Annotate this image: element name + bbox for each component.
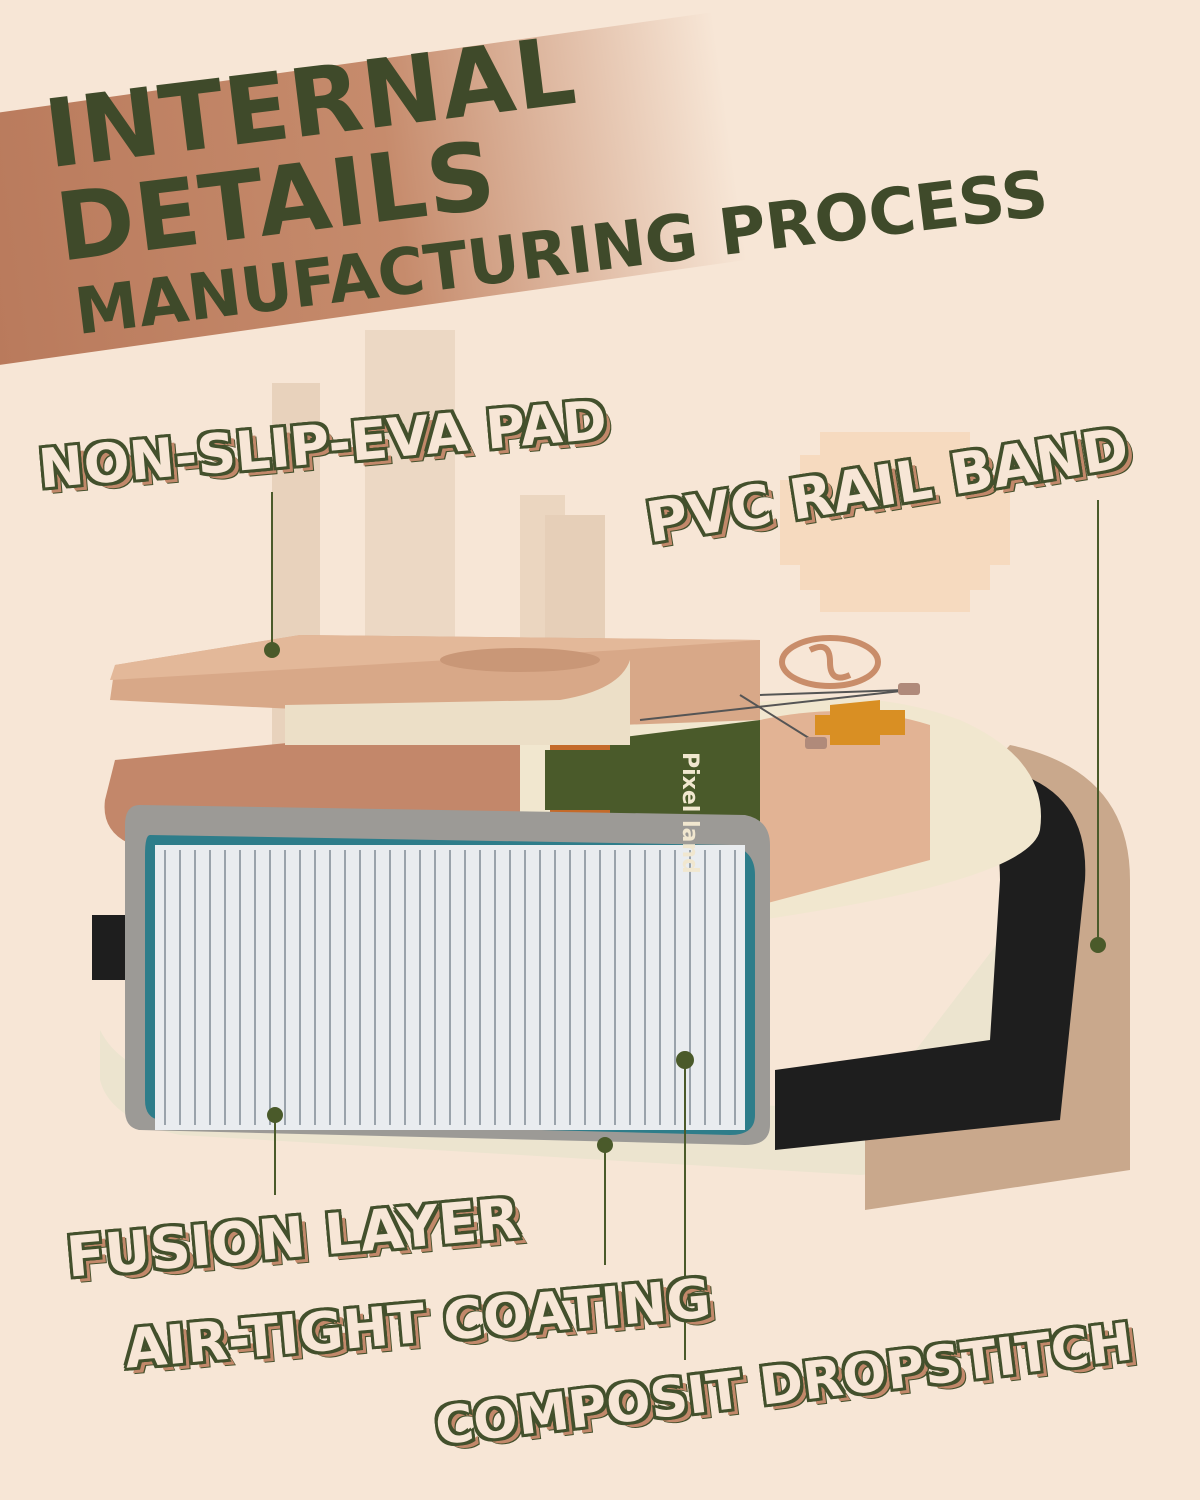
pixel-block bbox=[815, 700, 905, 745]
board-brand-text: Pixel land bbox=[620, 752, 702, 874]
board-logo-icon bbox=[779, 635, 881, 689]
brand-badge bbox=[545, 750, 695, 810]
dropstitch-threads bbox=[164, 850, 736, 1125]
leader-lines bbox=[264, 492, 1106, 1360]
black-rail-strip bbox=[775, 770, 1086, 1150]
pixel-sun-icon bbox=[780, 432, 1010, 612]
bungee-cords bbox=[639, 689, 911, 746]
